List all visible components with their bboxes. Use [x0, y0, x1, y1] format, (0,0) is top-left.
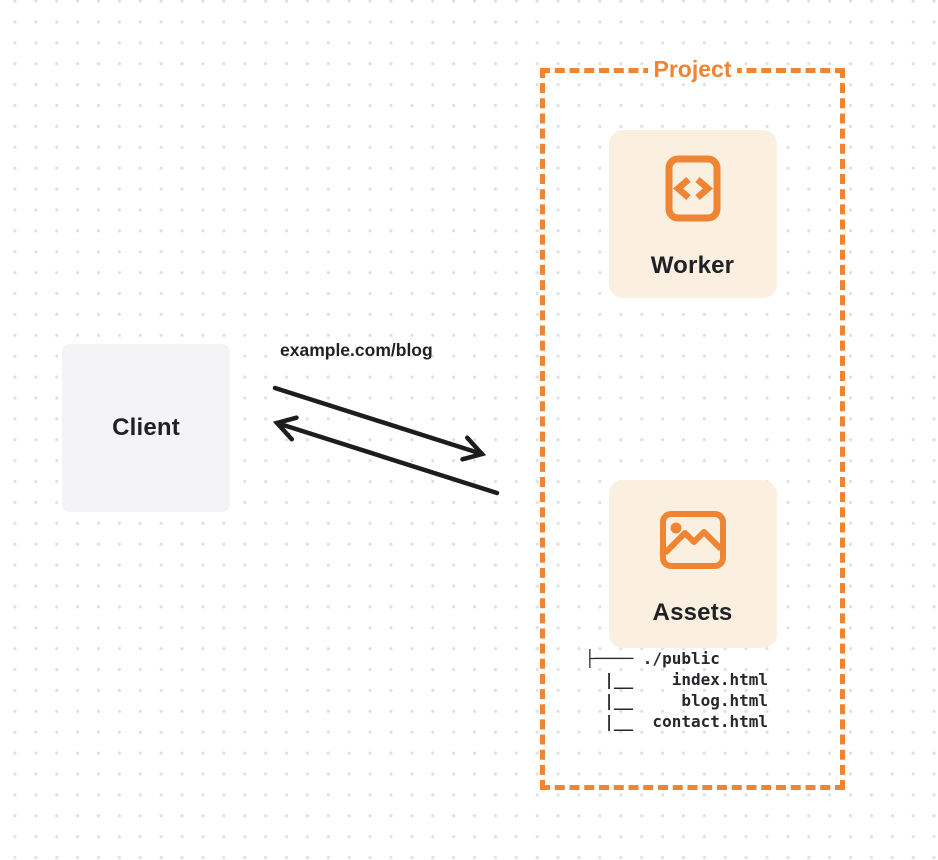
worker-label: Worker — [650, 251, 735, 279]
request-url-label: example.com/blog — [280, 340, 433, 360]
assets-file-tree: ├──── ./public |__ index.html |__ blog.h… — [585, 649, 769, 731]
request-response-arrows — [272, 385, 500, 496]
request-arrow — [272, 385, 487, 462]
client-node: Client — [62, 344, 230, 512]
worker-node: Worker — [608, 130, 777, 298]
picture-icon — [659, 511, 726, 569]
response-arrow — [272, 415, 500, 496]
code-file-icon — [665, 155, 720, 221]
client-label: Client — [112, 414, 180, 441]
project-label: Project — [647, 56, 738, 83]
assets-node: Assets — [608, 480, 777, 648]
project-boundary: Project Worker Assets ├──── ./public |__… — [540, 56, 845, 790]
assets-label: Assets — [652, 599, 733, 626]
